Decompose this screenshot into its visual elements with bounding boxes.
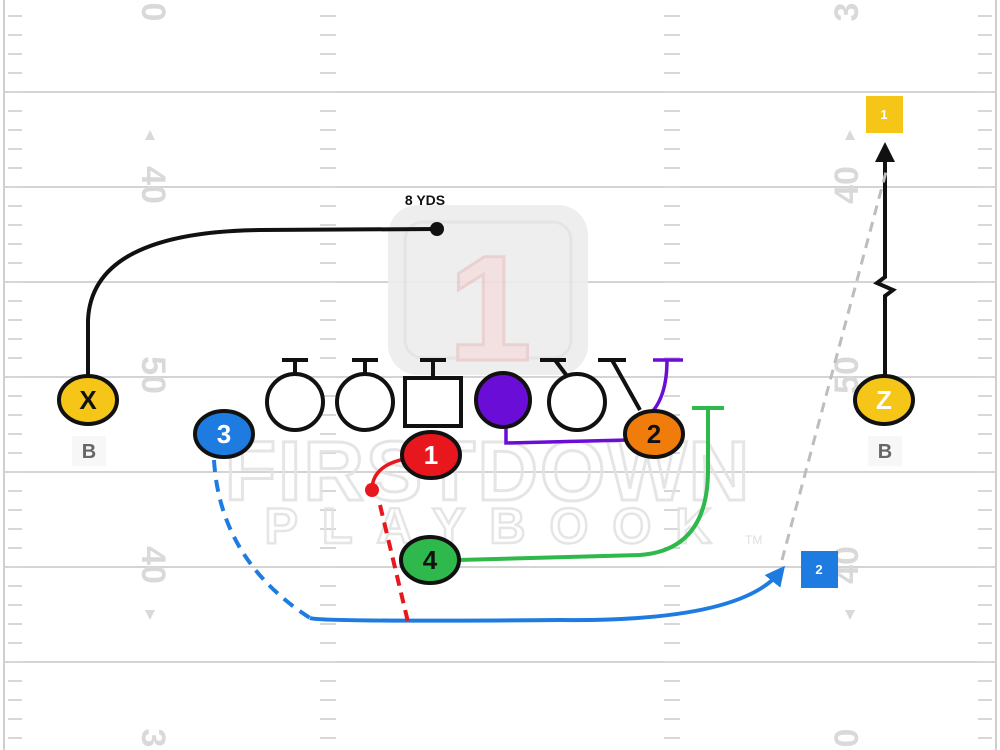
yard-direction-arrow-right-upper [845,130,855,140]
player-3 [193,409,255,459]
read-marker-second-label: 2 [815,562,822,577]
right-b-badge [868,436,902,466]
lineman-5-block [610,359,642,411]
player-z-label: Z [876,385,892,415]
left-b-label: B [82,441,96,463]
x-route-endpoint [430,222,444,236]
back3-route [309,565,786,623]
player-3-label: 3 [217,419,231,449]
r1-route-dashed [378,504,410,623]
watermark-logo-digit: 1 [448,224,531,392]
yard-direction-arrow-right-lower [845,610,855,620]
back3-route-dashed [212,459,312,620]
watermark-trademark: TM [745,533,762,547]
x-route [86,227,438,380]
yard-direction-arrow-left-upper [145,130,155,140]
read-marker-second [801,551,838,588]
right-b-label: B [878,441,892,463]
player-z [853,374,915,426]
lineman-2 [335,372,395,432]
lineman-4 [547,372,607,432]
r4-route [457,408,710,562]
player-2 [623,409,685,459]
yard-number-left-lower: 40 [134,546,172,584]
read-marker-first [866,96,903,133]
yard-number-left-upper: 40 [134,166,172,204]
offensive-line [265,358,642,432]
read-marker-first-label: 1 [880,107,887,122]
watermark-logo-panel [403,220,573,360]
yard-direction-arrow-left-lower [145,610,155,620]
yard-number-left-top: 0 [134,3,172,22]
player-4 [399,535,461,585]
player-x [57,374,119,426]
player-2-label: 2 [647,419,661,449]
skill-players: X Z 3 1 2 4 [57,374,915,585]
player-x-label: X [79,385,97,415]
routes [86,142,897,623]
yard-number-left-bottom: 3 [134,729,172,748]
yard-number-right-top: 3 [828,3,866,22]
z-route [873,142,897,380]
yard-number-left-mid: 50 [134,356,172,394]
eight-yards-annotation: 8 YDS [405,192,445,208]
lineman-1 [265,372,325,432]
player-4-label: 4 [423,545,438,575]
yard-number-right-upper: 40 [828,166,866,204]
left-b-badge [72,436,106,466]
center [403,376,463,428]
yard-number-right-bottom: 0 [828,729,866,748]
lineman-purple [474,371,532,429]
r2-block-route [650,359,669,414]
player-1-label: 1 [424,440,438,470]
player-1 [400,430,462,480]
r1-route-mesh-point [365,483,379,497]
watermark-subtitle: PLAYBOOK [265,498,736,554]
watermark-logo-shield [388,205,588,375]
